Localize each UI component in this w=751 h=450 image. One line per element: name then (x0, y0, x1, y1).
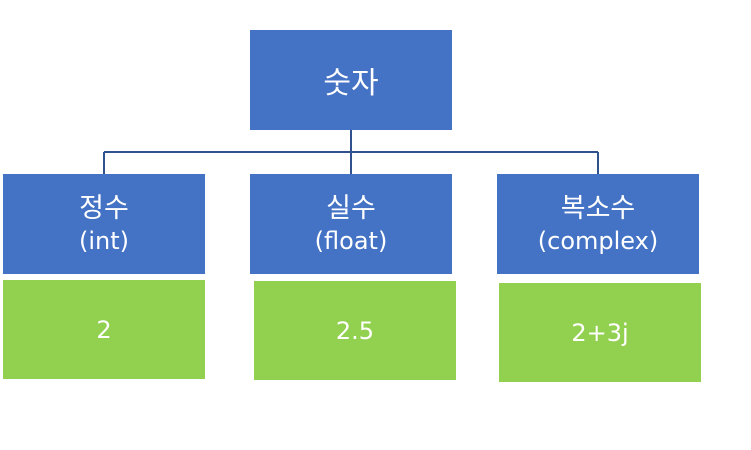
category-name: 복소수 (560, 192, 636, 224)
category-type: (complex) (537, 226, 659, 255)
category-node-int: 정수 (int) (3, 174, 205, 274)
root-label: 숫자 (323, 66, 379, 101)
category-name: 정수 (79, 192, 129, 224)
example-node-int: 2 (3, 280, 205, 379)
category-type: (int) (78, 226, 129, 255)
example-node-complex: 2+3j (499, 283, 701, 382)
root-node-number: 숫자 (250, 30, 452, 130)
example-node-float: 2.5 (254, 281, 456, 380)
category-node-complex: 복소수 (complex) (497, 174, 699, 274)
category-node-float: 실수 (float) (250, 174, 452, 274)
example-value: 2.5 (335, 316, 375, 345)
category-type: (float) (314, 226, 388, 255)
example-value: 2+3j (571, 318, 629, 347)
example-value: 2 (96, 315, 112, 344)
category-name: 실수 (326, 192, 376, 224)
